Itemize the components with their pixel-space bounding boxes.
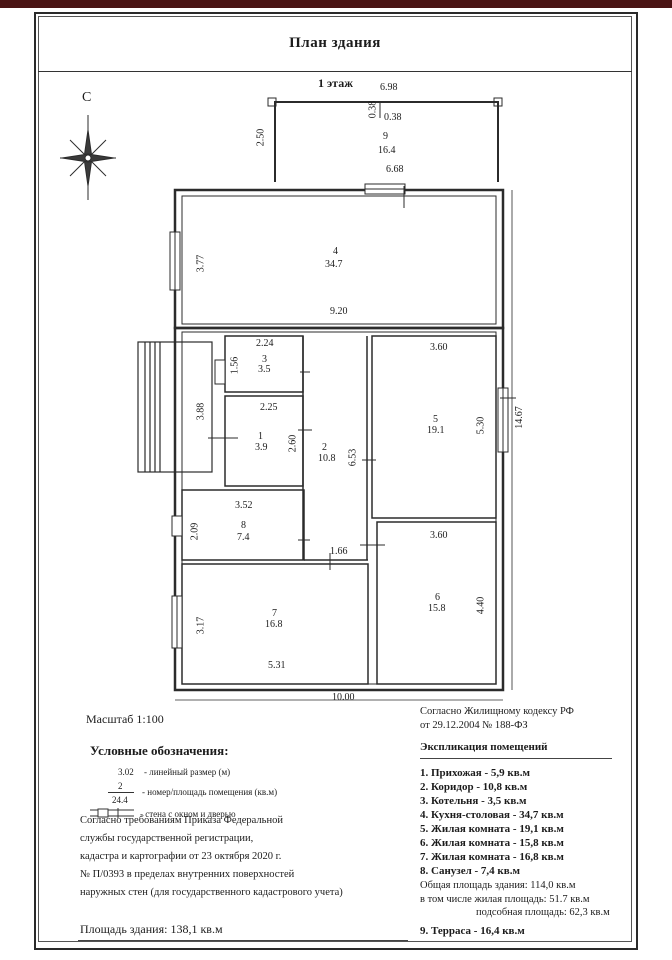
- room-area-4: 34.7: [325, 259, 343, 270]
- room-no-2: 2: [322, 442, 327, 453]
- sheet-inner-frame: [38, 16, 632, 942]
- dim-terrace-width: 6.98: [380, 82, 398, 93]
- interior-walls: [181, 335, 497, 685]
- room-no-8: 8: [241, 520, 246, 531]
- list-item: 1. Прихожая - 5,9 кв.м: [420, 767, 530, 779]
- legend-fraction-line: [108, 792, 134, 793]
- scale-label: Масштаб 1:100: [86, 712, 164, 726]
- wall-symbol-icon: [90, 808, 134, 818]
- code-note-line2: от 29.12.2004 № 188-ФЗ: [420, 720, 528, 731]
- compass-icon: [60, 115, 116, 200]
- room-area-1: 3.9: [255, 442, 268, 453]
- legend-wall-text: - стена с окном и дверью: [140, 809, 236, 819]
- sheet-frame: [34, 12, 638, 950]
- room-no-3: 3: [262, 354, 267, 365]
- auxiliary-area: подсобная площадь: 62,3 кв.м: [476, 907, 610, 918]
- dim-corridor-length: 6.53: [347, 448, 359, 467]
- top-edge-bar: [0, 0, 672, 8]
- dim-hall-width: 2.25: [260, 402, 278, 413]
- dim-room5-width: 3.60: [430, 342, 448, 353]
- terrace-outline: [274, 101, 499, 182]
- explication-divider: [420, 758, 612, 759]
- room-list: 1. Прихожая - 5,9 кв.м 2. Коридор - 10,8…: [420, 766, 564, 878]
- dim-kitchen-width: 9.20: [330, 306, 348, 317]
- dim-total-width: 10.00: [332, 692, 355, 703]
- regulation-note: Согласно требованиям Приказа Федеральной…: [80, 812, 343, 902]
- dim-room7-width: 5.31: [268, 660, 286, 671]
- list-item: 6. Жилая комната - 15,8 кв.м: [420, 837, 564, 849]
- dim-room6-width: 3.60: [430, 530, 448, 541]
- dim-bath-height: 2.09: [189, 522, 201, 541]
- dim-corridor-width: 1.66: [330, 546, 348, 557]
- total-area: Общая площадь здания: 114,0 кв.м: [420, 880, 576, 891]
- regulation-line: наружных стен (для государственного када…: [80, 887, 343, 898]
- porch: [137, 341, 213, 473]
- living-area: в том числе жилая площадь: 51.7 кв.м: [420, 894, 590, 905]
- dim-terrace-depth: 2.50: [255, 128, 267, 147]
- list-item: 8. Санузел - 7,4 кв.м: [420, 865, 520, 877]
- regulation-line: кадастра и картографии от 23 октября 202…: [80, 851, 282, 862]
- room-area-6: 15.8: [428, 603, 446, 614]
- dim-terrace-inner-b: 0.38: [384, 112, 402, 123]
- floor-label: 1 этаж: [318, 76, 353, 90]
- room-no-4: 4: [333, 246, 338, 257]
- north-label: С: [82, 90, 92, 105]
- regulation-line: службы государственной регистрации,: [80, 833, 254, 844]
- explication-title: Экспликация помещений: [420, 741, 548, 753]
- page-title: План здания: [289, 35, 381, 51]
- dim-kitchen-height: 3.77: [195, 254, 207, 273]
- legend-dim-example: 3.02: [118, 767, 134, 777]
- room-area-8: 7.4: [237, 532, 250, 543]
- dim-porch-height: 3.88: [195, 402, 207, 421]
- dim-room6-height: 4.40: [475, 596, 487, 615]
- code-note-line1: Согласно Жилищному кодексу РФ: [420, 706, 574, 717]
- title-box: План здания: [38, 16, 632, 72]
- room-no-1: 1: [258, 431, 263, 442]
- dim-kitchen-door: 6.68: [386, 164, 404, 175]
- legend-title: Условные обозначения:: [90, 743, 229, 758]
- dim-room5-height: 5.30: [475, 416, 487, 435]
- room-area-9: 16.4: [378, 145, 396, 156]
- list-item: 7. Жилая комната - 16,8 кв.м: [420, 851, 564, 863]
- list-item: 4. Кухня-столовая - 34,7 кв.м: [420, 809, 564, 821]
- regulation-line: № П/0393 в пределах внутренних поверхнос…: [80, 869, 295, 880]
- room-area-7: 16.8: [265, 619, 283, 630]
- list-item: 3. Котельня - 3,5 кв.м: [420, 795, 527, 807]
- dim-hall-height: 2.60: [287, 434, 299, 453]
- dim-terrace-inner-a: 0.38: [367, 100, 379, 119]
- room-no-6: 6: [435, 592, 440, 603]
- list-item: 2. Коридор - 10,8 кв.м: [420, 781, 528, 793]
- room-area-5: 19.1: [427, 425, 445, 436]
- legend-dim-text: - линейный размер (м): [144, 767, 231, 777]
- room-no-5: 5: [433, 414, 438, 425]
- room-no-7: 7: [272, 608, 277, 619]
- terrace-area: 9. Терраса - 16,4 кв.м: [420, 925, 525, 937]
- regulation-line: Согласно требованиям Приказа Федеральной: [80, 815, 283, 826]
- legend-room-area: 24.4: [112, 795, 128, 805]
- room-area-2: 10.8: [318, 453, 336, 464]
- dim-room7-height: 3.17: [195, 616, 207, 635]
- legend-room-text: - номер/площадь помещения (кв.м): [142, 787, 278, 797]
- room-no-9: 9: [383, 131, 388, 142]
- divider: [78, 940, 408, 941]
- dim-total-height: 14.67: [513, 406, 525, 429]
- dim-boiler-height: 1.56: [229, 356, 241, 375]
- dim-bath-width: 3.52: [235, 500, 253, 511]
- list-item: 5. Жилая комната - 19,1 кв.м: [420, 823, 564, 835]
- dim-boiler-width: 2.24: [256, 338, 274, 349]
- legend-room-no: 2: [118, 781, 123, 791]
- room-area-3: 3.5: [258, 364, 271, 375]
- building-area: Площадь здания: 138,1 кв.м: [80, 922, 223, 936]
